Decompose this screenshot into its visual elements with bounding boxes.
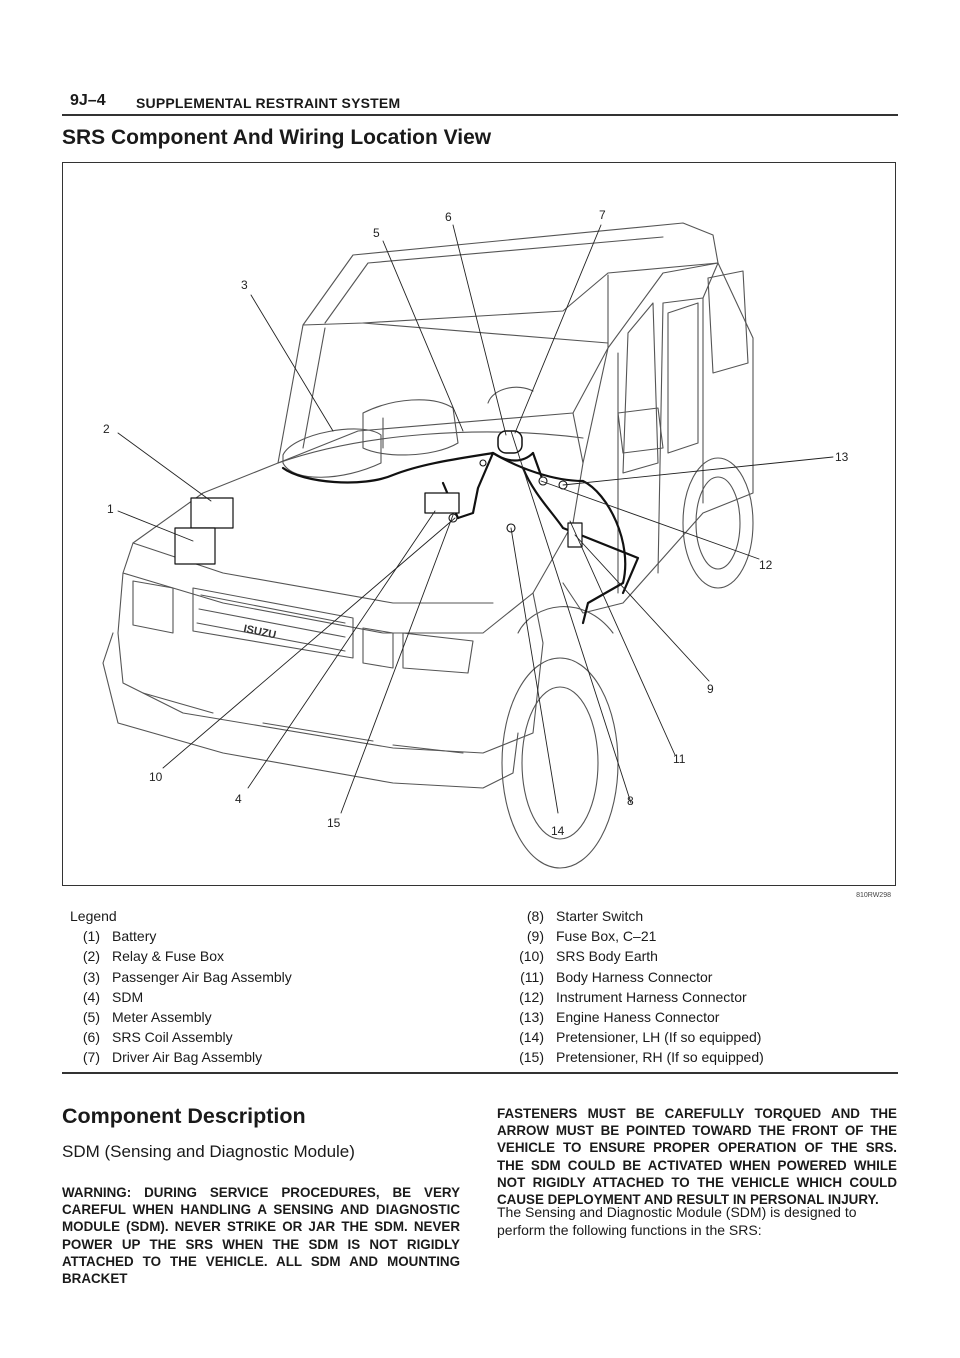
callout-9: 9 xyxy=(707,682,714,696)
component-description-heading: Component Description xyxy=(62,1104,306,1128)
warning-text-left: WARNING: DURING SERVICE PROCEDURES, BE V… xyxy=(62,1185,460,1287)
headlights xyxy=(132,580,394,669)
battery xyxy=(174,527,216,565)
legend-item-label: Meter Assembly xyxy=(112,1009,212,1025)
connector-12 xyxy=(538,476,548,486)
legend-item-label: Fuse Box, C–21 xyxy=(556,928,657,945)
legend-item-number: (8) xyxy=(526,908,544,924)
callout-13: 13 xyxy=(835,450,849,464)
front-door-window xyxy=(622,302,659,474)
legend-item-number: (13) xyxy=(519,1009,544,1025)
rear-windows xyxy=(667,270,749,454)
steering-wheel xyxy=(487,386,534,404)
legend-item-number: (10) xyxy=(519,948,544,965)
vehicle-illustration: ISUZU 1 2 3 4 5 6 7 8 xyxy=(102,208,849,869)
legend-item: (7) Driver Air Bag Assembly xyxy=(68,1047,262,1067)
legend-item: (6) SRS Coil Assembly xyxy=(68,1027,233,1047)
legend-item: (3) Passenger Air Bag Assembly xyxy=(68,967,292,987)
callout-15: 15 xyxy=(327,816,341,830)
legend-item: (8) Starter Switch xyxy=(504,906,643,926)
callout-3: 3 xyxy=(241,278,248,292)
callout-14: 14 xyxy=(551,824,565,838)
legend-item-number: (4) xyxy=(82,988,100,1005)
legend-item-label: Pretensioner, LH (If so equipped) xyxy=(556,1029,762,1046)
callout-12: 12 xyxy=(759,558,773,572)
right-headlight xyxy=(402,632,474,674)
srs-location-figure: ISUZU 1 2 3 4 5 6 7 8 xyxy=(62,162,896,899)
seat-left xyxy=(362,399,459,456)
roof-outline xyxy=(302,222,719,326)
callout-5: 5 xyxy=(373,226,380,240)
legend-item-number: (3) xyxy=(82,968,100,985)
sdm xyxy=(424,492,460,514)
warning-text-right: FASTENERS MUST BE CAREFULLY TORQUED AND … xyxy=(497,1106,897,1208)
legend-item: (5) Meter Assembly xyxy=(68,1007,212,1027)
callout-numbers: 1 2 3 4 5 6 7 8 9 10 11 12 13 14 15 xyxy=(103,208,849,838)
legend-divider xyxy=(62,1072,898,1074)
legend-item-number: (15) xyxy=(519,1049,544,1066)
legend-item: (1) Battery xyxy=(68,926,156,946)
sdm-description: The Sensing and Diagnostic Module (SDM) … xyxy=(497,1204,857,1238)
legend-item: (14) Pretensioner, LH (If so equipped) xyxy=(504,1027,761,1047)
callout-4: 4 xyxy=(235,792,242,806)
legend-item-label: Relay & Fuse Box xyxy=(112,948,225,965)
legend-item-number: (5) xyxy=(82,1009,100,1025)
callout-8: 8 xyxy=(627,794,634,808)
callout-1: 1 xyxy=(107,502,114,516)
driver-airbag xyxy=(497,430,523,454)
legend-item-label: Passenger Air Bag Assembly xyxy=(112,968,292,985)
legend-item: (4) SDM xyxy=(68,987,143,1007)
legend-item-label: Starter Switch xyxy=(556,908,644,924)
callout-11: 11 xyxy=(673,752,686,766)
callout-7: 7 xyxy=(599,208,606,222)
legend-item-number: (14) xyxy=(519,1029,544,1046)
leader-lines xyxy=(117,224,834,814)
legend-item: (11) Body Harness Connector xyxy=(504,967,712,987)
legend-item: (12) Instrument Harness Connector xyxy=(504,987,747,1007)
legend-item-label: Pretensioner, RH (If so equipped) xyxy=(556,1049,764,1066)
legend-item-number: (7) xyxy=(82,1049,100,1066)
passenger-airbag xyxy=(282,428,382,478)
legend-item: (2) Relay & Fuse Box xyxy=(68,946,224,966)
legend-item: (13) Engine Haness Connector xyxy=(504,1007,719,1027)
header-rule xyxy=(62,114,898,116)
sdm-subheading: SDM (Sensing and Diagnostic Module) xyxy=(62,1142,355,1161)
legend-item-label: Driver Air Bag Assembly xyxy=(112,1049,263,1066)
legend-item: (15) Pretensioner, RH (If so equipped) xyxy=(504,1047,764,1067)
legend-item: (10) SRS Body Earth xyxy=(504,946,658,966)
srs-harness xyxy=(281,451,640,625)
legend-item-label: Body Harness Connector xyxy=(556,968,713,985)
legend-item-label: SRS Coil Assembly xyxy=(112,1029,233,1046)
callout-10: 10 xyxy=(149,770,163,784)
legend-item-label: Engine Haness Connector xyxy=(556,1009,720,1025)
callout-6: 6 xyxy=(445,210,452,224)
mirror xyxy=(617,407,664,454)
legend-item-label: SRS Body Earth xyxy=(556,948,658,965)
callout-2: 2 xyxy=(103,422,110,436)
legend-item-label: SDM xyxy=(112,988,144,1005)
isuzu-badge: ISUZU xyxy=(242,623,277,642)
relay-fuse-box xyxy=(190,497,234,529)
legend-item: (9) Fuse Box, C–21 xyxy=(504,926,657,946)
page-header: 9J–4 SUPPLEMENTAL RESTRAINT SYSTEM xyxy=(62,88,898,118)
legend-item-number: (6) xyxy=(82,1029,100,1046)
page-number: 9J–4 xyxy=(70,92,106,109)
legend-item-number: (12) xyxy=(519,988,544,1005)
section-title: SRS Component And Wiring Location View xyxy=(62,126,492,149)
legend-title: Legend xyxy=(70,908,117,924)
rear-wheel xyxy=(682,457,754,589)
figure-code: 810RW298 xyxy=(856,892,891,899)
legend-item-number: (11) xyxy=(520,968,544,985)
legend-item-number: (9) xyxy=(526,928,544,945)
grille xyxy=(192,587,354,659)
running-title: SUPPLEMENTAL RESTRAINT SYSTEM xyxy=(136,95,401,111)
legend-item-number: (1) xyxy=(82,928,100,945)
legend-item-label: Instrument Harness Connector xyxy=(556,988,747,1005)
legend-item-label: Battery xyxy=(112,928,157,945)
legend-item-number: (2) xyxy=(82,948,100,965)
